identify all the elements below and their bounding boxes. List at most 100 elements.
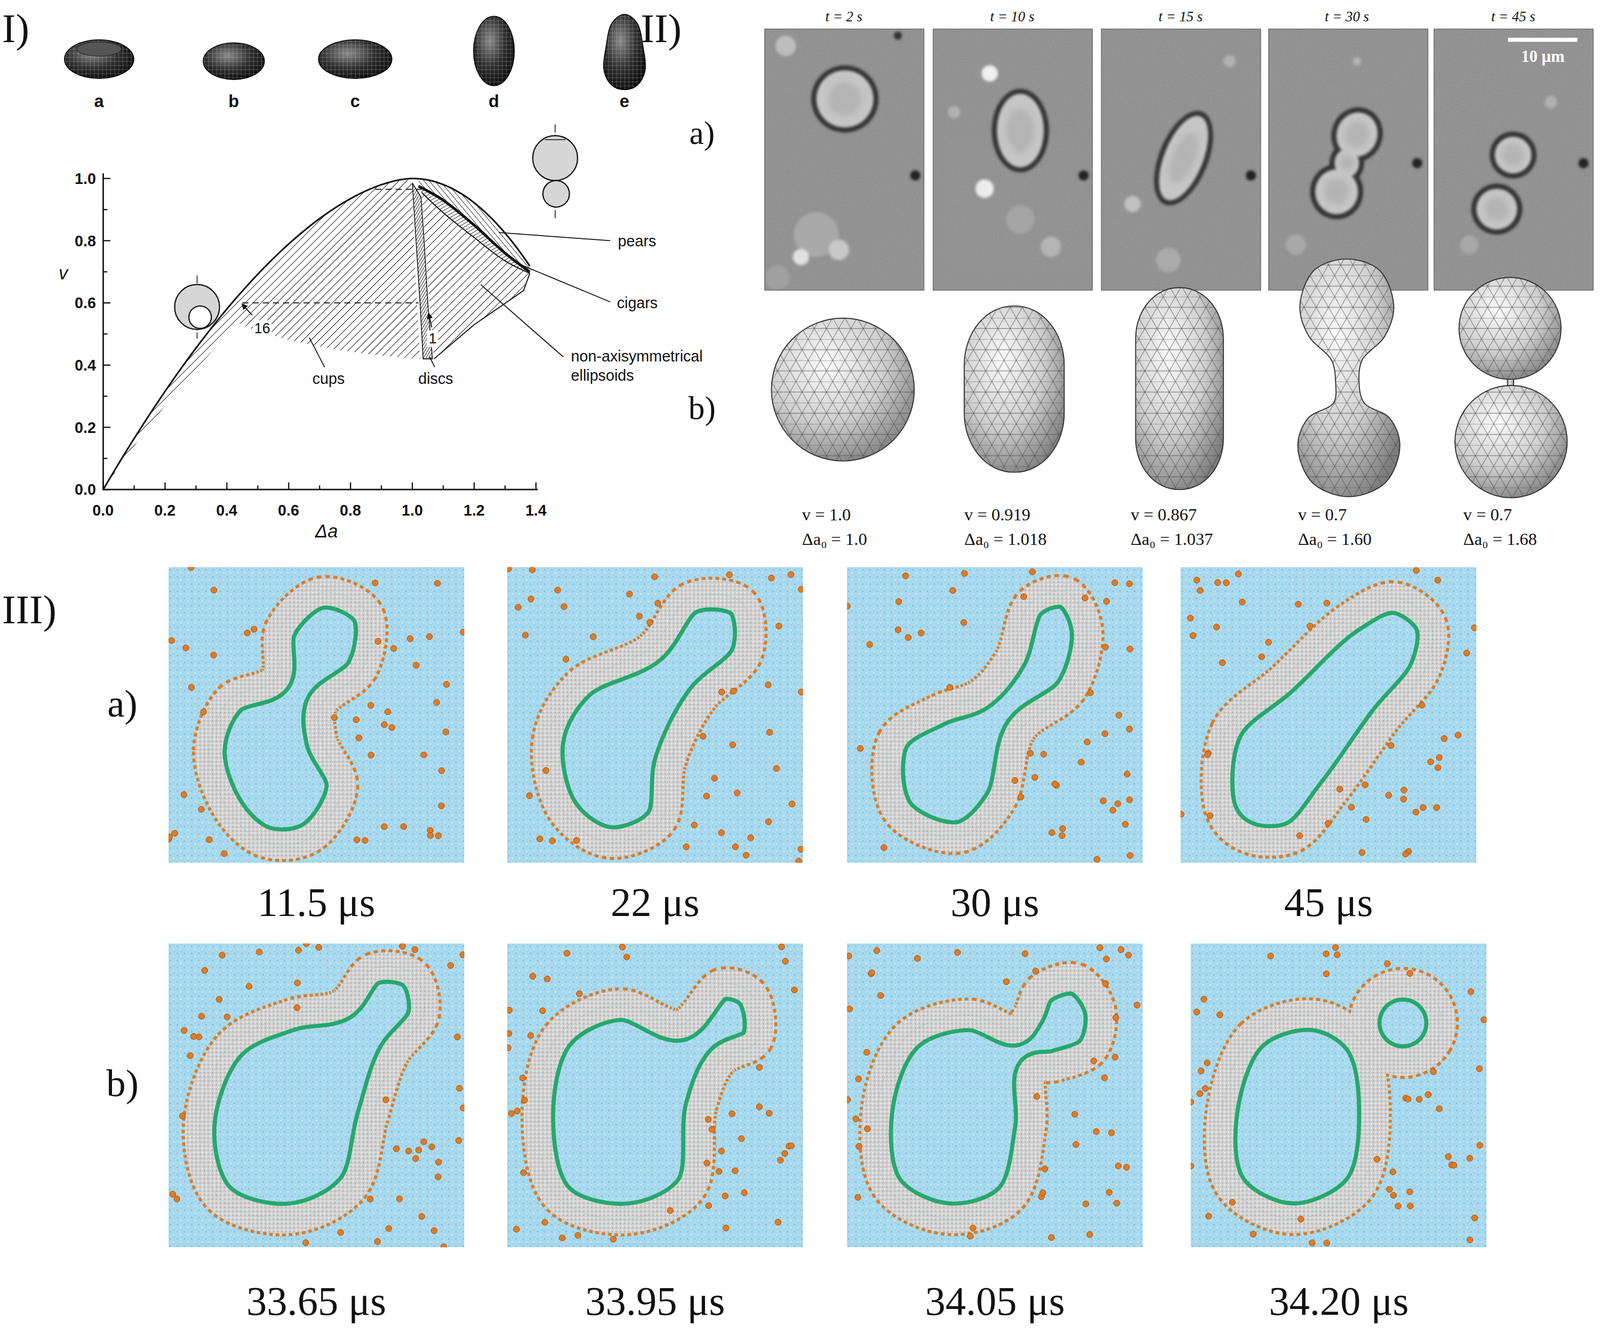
free-lipid <box>576 990 583 997</box>
free-lipid <box>967 1233 974 1240</box>
free-lipid <box>221 850 228 857</box>
bilayer-core <box>537 984 760 1220</box>
free-lipid <box>1049 829 1055 836</box>
free-lipid <box>1084 739 1091 746</box>
free-lipid <box>741 1189 748 1196</box>
free-lipid <box>1073 1141 1079 1148</box>
free-lipid <box>797 846 804 853</box>
free-lipid <box>1471 625 1477 631</box>
bilayer-core <box>887 591 1087 838</box>
micrograph <box>932 28 1093 292</box>
region-label: cigars <box>615 294 660 312</box>
axis-tick <box>195 485 197 491</box>
free-lipid <box>210 587 217 594</box>
micrograph-ground <box>932 28 1093 292</box>
vesicle-shape <box>318 40 392 79</box>
vesicle-body <box>1476 188 1518 230</box>
simulation-snapshot <box>168 943 465 1248</box>
scale-bar <box>1508 37 1578 43</box>
free-lipid <box>374 638 381 645</box>
free-lipid <box>1117 946 1124 953</box>
free-lipid <box>788 1142 795 1149</box>
free-lipid <box>434 580 440 587</box>
free-lipid <box>1463 650 1470 656</box>
free-lipid <box>198 1013 205 1020</box>
vesicle-body <box>1148 109 1219 207</box>
debris <box>1460 235 1479 254</box>
free-lipid <box>1122 821 1128 828</box>
time-label: t = 30 s <box>1324 8 1370 25</box>
free-lipid <box>1402 851 1409 858</box>
bilayer-core <box>198 966 424 1220</box>
solvent-ground <box>168 943 465 1248</box>
symmetry-axis <box>545 139 566 141</box>
axis-tick <box>380 485 382 491</box>
snapshot-grid <box>165 564 1487 1251</box>
free-lipid <box>667 1208 674 1214</box>
free-lipid <box>1323 1240 1330 1246</box>
bilayer-core <box>547 594 751 843</box>
free-lipid <box>256 949 262 956</box>
free-lipid <box>699 733 706 740</box>
axis-tick <box>318 485 320 491</box>
free-lipid <box>520 1170 527 1176</box>
axis-tick <box>164 482 166 490</box>
solvent-ground <box>168 567 465 864</box>
bilayer-core <box>209 592 372 846</box>
free-lipid <box>521 1097 528 1104</box>
vesicle-body <box>816 70 874 128</box>
free-lipid <box>188 684 195 691</box>
inner-headgroups <box>547 594 751 843</box>
mesh-shading <box>964 306 1064 473</box>
free-lipid <box>798 586 804 593</box>
free-lipid <box>187 567 194 572</box>
free-lipid <box>1114 801 1121 807</box>
free-lipid <box>1400 796 1407 803</box>
axis-tick <box>103 395 108 397</box>
axis-tick <box>103 333 108 335</box>
free-lipid <box>1190 1163 1195 1170</box>
free-lipid <box>447 962 454 969</box>
free-lipid <box>1041 1166 1048 1173</box>
callout-arrow <box>428 313 432 328</box>
free-lipid <box>216 996 222 1003</box>
micrograph-ground <box>1100 28 1261 292</box>
free-lipid <box>179 1113 186 1119</box>
free-lipid <box>1040 751 1047 758</box>
free-lipid <box>1265 639 1272 646</box>
axis-tick <box>103 209 108 211</box>
time-label: 33.65 μs <box>246 1278 387 1326</box>
free-lipid <box>529 567 535 574</box>
free-lipid <box>954 949 961 956</box>
free-lipid <box>705 1116 711 1123</box>
vesicle-shape <box>64 40 134 79</box>
free-lipid <box>1450 1162 1457 1169</box>
inner-leaflet <box>537 984 760 1220</box>
free-lipid <box>1018 794 1024 800</box>
free-lipid <box>1258 653 1265 660</box>
free-lipid <box>251 626 258 633</box>
free-lipid <box>1235 571 1242 578</box>
scale-label: 10 μm <box>1521 48 1565 67</box>
free-lipid <box>385 1225 392 1232</box>
free-lipid <box>1373 1156 1380 1163</box>
row-label: b) <box>688 389 716 427</box>
free-lipid <box>1216 1012 1223 1019</box>
tick-label: 0.0 <box>92 501 114 519</box>
free-lipid <box>1090 1058 1097 1064</box>
free-lipid <box>846 1097 851 1103</box>
free-lipid <box>866 641 873 648</box>
free-lipid <box>507 1007 513 1014</box>
free-lipid <box>210 652 217 659</box>
free-lipid <box>388 724 395 731</box>
inner-leaflet <box>887 591 1087 838</box>
free-lipid <box>1027 750 1034 757</box>
headgroup-layer <box>875 978 1101 1220</box>
free-lipid <box>636 613 643 620</box>
micrograph-grain <box>1100 28 1261 292</box>
tick-label: 1.2 <box>463 501 485 519</box>
free-lipid <box>460 1105 465 1111</box>
free-lipid <box>519 1075 526 1082</box>
free-lipid <box>1100 797 1107 804</box>
free-lipid <box>514 1108 520 1115</box>
